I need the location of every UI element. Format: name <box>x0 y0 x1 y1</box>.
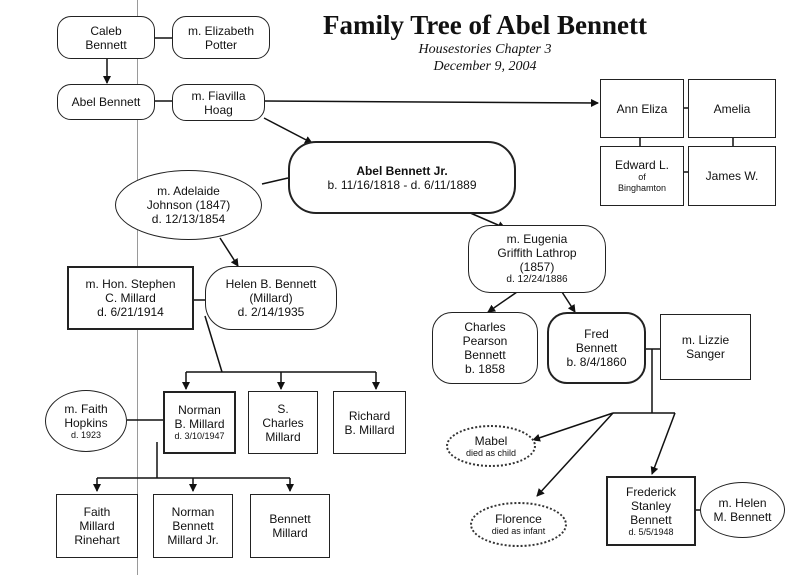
line-to-florence <box>536 412 614 497</box>
page-title: Family Tree of Abel Bennett <box>323 10 647 40</box>
person-name: Caleb Bennett <box>85 23 127 52</box>
person-name: Abel Bennett Jr. <box>356 163 448 178</box>
person-name: S. Charles Millard <box>262 401 304 444</box>
line-fiavilla-siblings <box>264 98 599 107</box>
line-millard-drop <box>204 315 223 373</box>
person-amelia: Amelia <box>688 79 776 138</box>
line-eugenia-fred <box>561 291 576 313</box>
person-name: Florence <box>495 512 542 526</box>
person-abel-bennett: Abel Bennett <box>57 84 155 120</box>
person-note: died as infant <box>491 526 546 536</box>
person-name: Richard B. Millard <box>344 408 395 437</box>
person-name: m. Helen M. Bennett <box>713 496 772 524</box>
person-richard-b-millard: Richard B. Millard <box>333 391 406 454</box>
person-s-charles-millard: S. Charles Millard <box>248 391 318 454</box>
person-name: Bennett Millard <box>269 512 311 540</box>
person-name: m. Elizabeth Potter <box>187 23 255 52</box>
person-name: m. Fiavilla Hoag <box>191 88 246 117</box>
person-stephen-millard: m. Hon. Stephen C. Millard d. 6/21/1914 <box>67 266 194 330</box>
person-name: m. Hon. Stephen C. Millard d. 6/21/1914 <box>85 277 176 319</box>
person-name: m. Adelaide Johnson (1847) d. 12/13/1854 <box>146 184 231 226</box>
person-eugenia-lathrop: m. Eugenia Griffith Lathrop (1857) d. 12… <box>468 225 606 293</box>
person-lizzie-sanger: m. Lizzie Sanger <box>660 314 751 380</box>
person-norman-bennett-millard-jr: Norman Bennett Millard Jr. <box>153 494 233 558</box>
person-ann-eliza: Ann Eliza <box>600 79 684 138</box>
person-dates: d. 5/5/1948 <box>628 526 674 537</box>
person-name: Frederick Stanley Bennett <box>625 484 676 527</box>
person-note: died as child <box>465 447 517 458</box>
person-name: Fred Bennett b. 8/4/1860 <box>566 327 627 369</box>
person-elizabeth-potter: m. Elizabeth Potter <box>172 16 270 59</box>
person-james-w: James W. <box>688 146 776 206</box>
person-name: Norman Bennett Millard Jr. <box>167 505 219 547</box>
person-charles-pearson-bennett: Charles Pearson Bennett b. 1858 <box>432 312 538 384</box>
title-block: Family Tree of Abel Bennett Housestories… <box>300 10 670 75</box>
person-name: m. Eugenia Griffith Lathrop (1857) <box>497 232 577 274</box>
person-faith-hopkins: m. Faith Hopkins d. 1923 <box>45 390 127 452</box>
person-florence: Florence died as infant <box>470 502 567 547</box>
line-abeljr-adelaide <box>261 177 289 185</box>
person-name: m. Lizzie Sanger <box>681 333 730 361</box>
person-edward-l: Edward L. of Binghamton <box>600 146 684 206</box>
person-norman-b-millard: Norman B. Millard d. 3/10/1947 <box>163 391 236 454</box>
person-name: Abel Bennett <box>71 95 141 109</box>
person-name: m. Faith Hopkins <box>64 401 108 430</box>
line-to-frederick <box>650 412 676 475</box>
person-name: James W. <box>705 169 759 183</box>
person-dates: b. 11/16/1818 - d. 6/11/1889 <box>327 177 477 192</box>
person-frederick-stanley-bennett: Frederick Stanley Bennett d. 5/5/1948 <box>606 476 696 546</box>
chapter-subtitle: Housestories Chapter 3 <box>418 42 552 57</box>
person-dates: d. 3/10/1947 <box>174 431 225 441</box>
person-helen-b-bennett: Helen B. Bennett (Millard) d. 2/14/1935 <box>205 266 337 330</box>
person-fred-bennett: Fred Bennett b. 8/4/1860 <box>547 312 646 384</box>
person-note: of Binghamton <box>617 172 667 193</box>
date-subtitle: December 9, 2004 <box>433 59 537 74</box>
line-eugenia-charles <box>487 291 518 313</box>
line-adelaide-helen <box>219 237 239 267</box>
person-name: Norman B. Millard <box>174 403 225 431</box>
person-abel-bennett-jr: Abel Bennett Jr. b. 11/16/1818 - d. 6/11… <box>288 141 516 214</box>
person-name: Charles Pearson Bennett b. 1858 <box>462 320 508 376</box>
person-fiavilla-hoag: m. Fiavilla Hoag <box>172 84 265 121</box>
person-dates: d. 12/24/1886 <box>506 274 568 285</box>
line-to-mabel <box>532 412 614 442</box>
person-dates: d. 1923 <box>70 429 101 440</box>
line-fiavilla-abeljr <box>263 117 313 144</box>
person-name: Edward L. <box>614 158 670 172</box>
person-name: Amelia <box>713 101 751 116</box>
person-name: Faith Millard Rinehart <box>74 505 120 547</box>
person-name: Mabel <box>474 433 508 448</box>
person-faith-millard-rinehart: Faith Millard Rinehart <box>56 494 138 558</box>
person-caleb-bennett: Caleb Bennett <box>57 16 155 59</box>
person-helen-m-bennett: m. Helen M. Bennett <box>700 482 785 538</box>
person-name: Ann Eliza <box>616 101 668 116</box>
person-mabel: Mabel died as child <box>446 425 536 467</box>
person-bennett-millard: Bennett Millard <box>250 494 330 558</box>
person-name: Helen B. Bennett (Millard) d. 2/14/1935 <box>225 277 317 319</box>
person-adelaide-johnson: m. Adelaide Johnson (1847) d. 12/13/1854 <box>115 170 262 240</box>
